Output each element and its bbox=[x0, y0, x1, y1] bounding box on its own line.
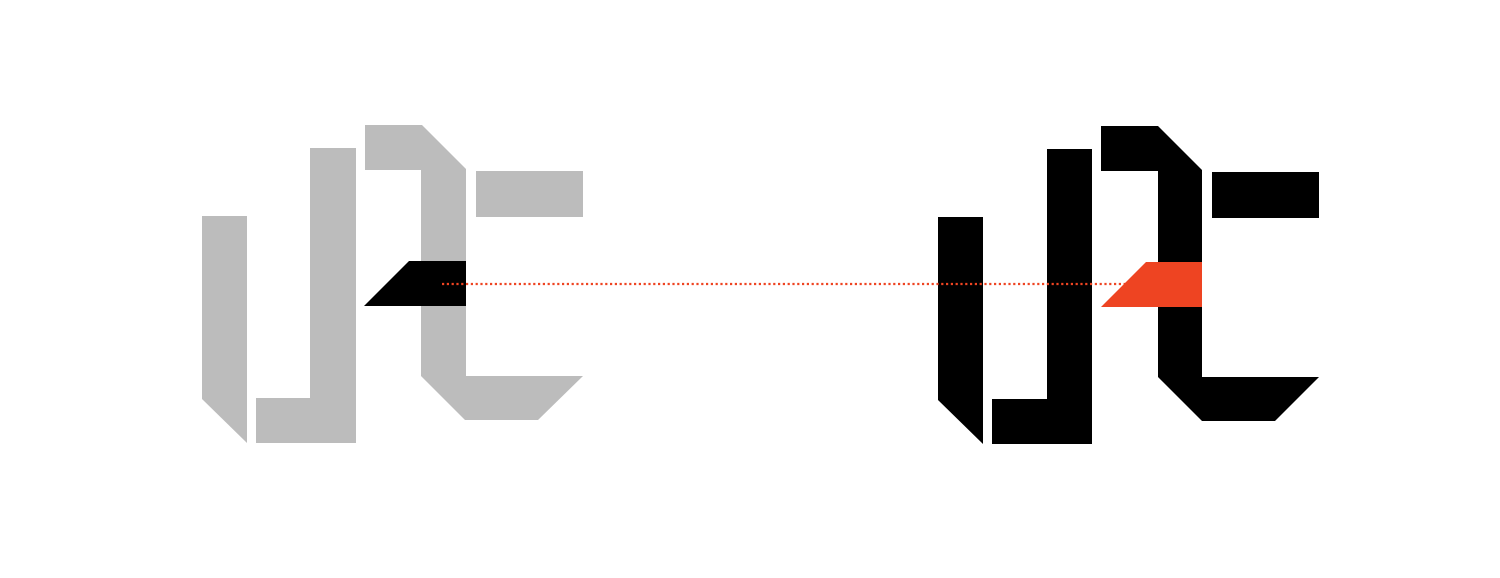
monogram-before bbox=[202, 125, 583, 443]
stroke-crossbar bbox=[476, 171, 583, 217]
connector-piece bbox=[364, 261, 466, 306]
stroke-hook bbox=[365, 125, 583, 420]
stroke-bottom-stem bbox=[992, 149, 1092, 444]
stroke-left-stem bbox=[938, 217, 983, 444]
stroke-bottom-stem bbox=[256, 148, 356, 443]
stroke-hook bbox=[1101, 126, 1319, 421]
monogram-after bbox=[938, 126, 1319, 444]
stroke-left-stem bbox=[202, 216, 247, 443]
stroke-crossbar bbox=[1212, 172, 1319, 218]
connector-piece bbox=[1101, 262, 1202, 307]
